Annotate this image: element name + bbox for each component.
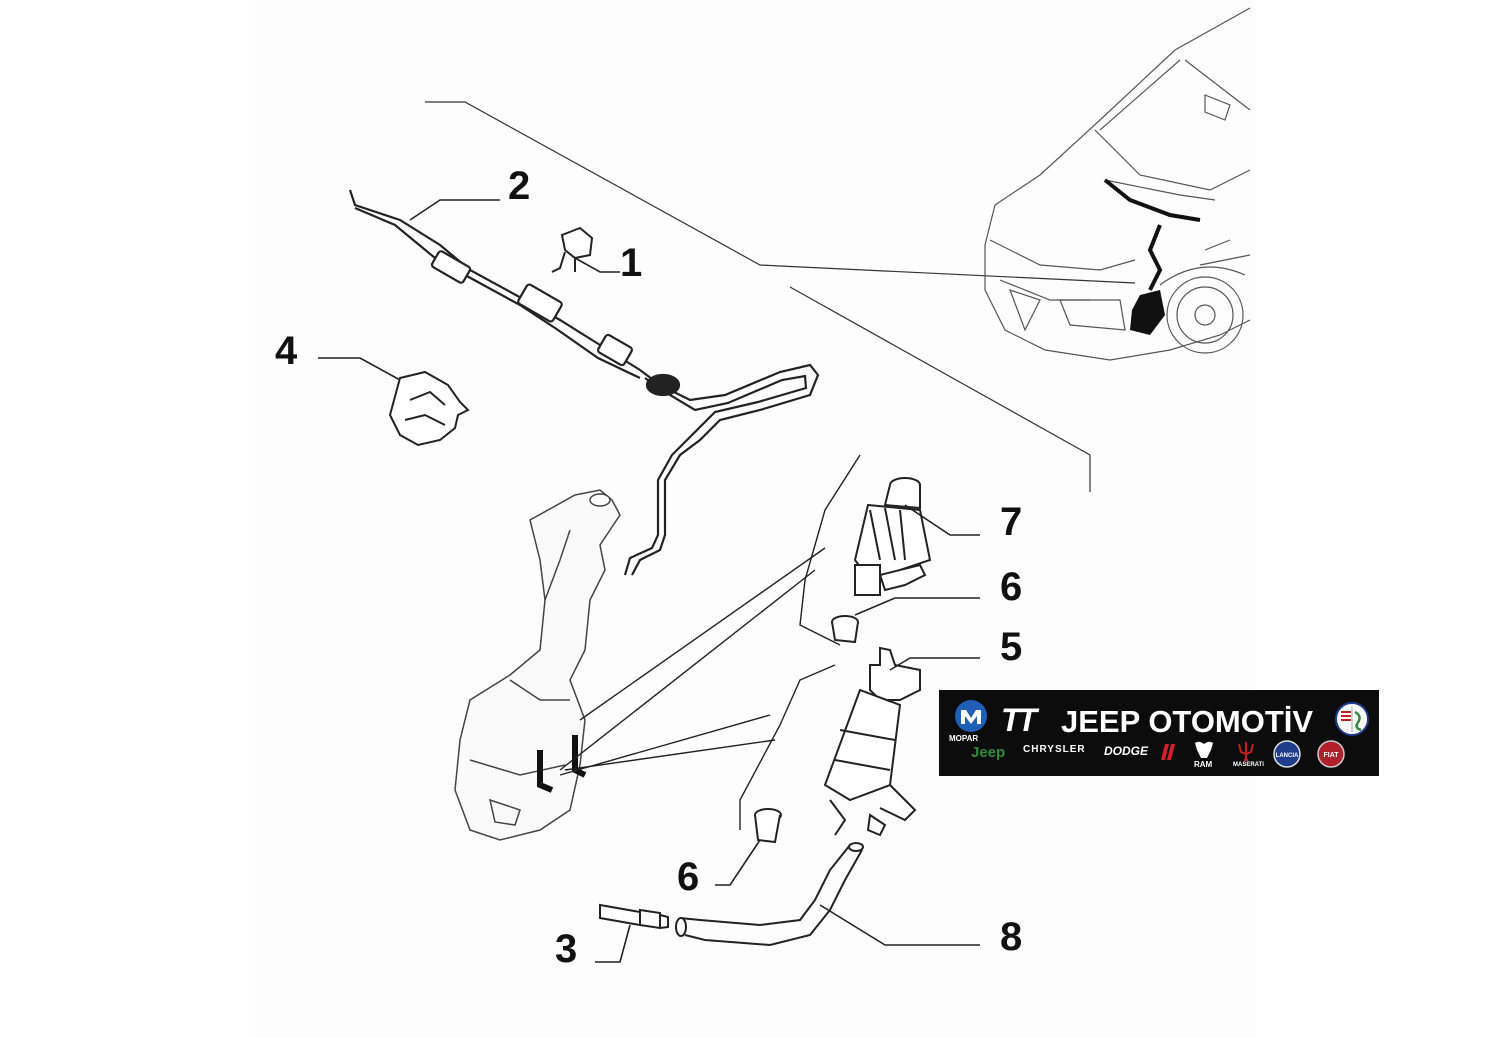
ram-brand: RAM [1194,760,1213,769]
guide-lines [425,101,1136,492]
callout-5: 5 [1000,625,1022,669]
nozzle-part-1 [551,226,594,273]
jeep-brand: Jeep [971,744,1006,761]
mopar-logo-icon [955,700,987,732]
grommet-part-6-lower [754,808,782,844]
callout-4: 4 [275,329,298,373]
chrysler-brand: CHRYSLER [1023,744,1086,755]
fiat-logo-icon: FIAT [1317,740,1345,768]
pump-part-7 [853,477,932,596]
lancia-logo-icon: LANCIA [1273,740,1301,768]
car-illustration [984,7,1251,361]
car-washer-pump-highlight [1130,290,1165,335]
grommet-part-6-upper [831,615,859,644]
ram-head-icon [1195,741,1213,758]
company-name: JEEP OTOMOTİV [1061,704,1314,739]
connector-part-3 [599,903,669,930]
car-washer-highlight [1103,178,1201,291]
hose-assembly-part-2 [348,189,820,576]
callout-2: 2 [508,164,530,208]
hose-part-8 [675,842,864,947]
diagram-background [255,0,1255,1038]
callout-6-upper: 6 [1000,565,1022,609]
dodge-brand: DODGE [1104,744,1149,758]
dealer-banner: MOPAR TT JEEP OTOMOTİV Jeep CHRYSLER DOD… [939,690,1379,776]
dodge-stripes-icon [1161,744,1175,760]
banner-brand-row: MOPAR TT JEEP OTOMOTİV [939,698,1379,743]
maserati-brand: MASERATI [1233,762,1264,768]
reservoir-leader-lines [559,454,861,830]
tt-logo: TT [1001,702,1037,738]
washer-reservoir [454,489,621,841]
callout-8: 8 [1000,915,1022,959]
callout-7: 7 [1000,500,1022,544]
maserati-trident-icon [1238,742,1254,761]
lancia-brand: LANCIA [1276,753,1299,759]
callout-leader-lines [318,199,980,963]
clip-part-4 [388,370,470,447]
callout-6-lower: 6 [677,855,699,899]
banner-brand-strip: Jeep CHRYSLER DODGE RAM MASERATI LANCIA … [939,738,1379,772]
fiat-brand: FIAT [1323,752,1339,759]
mopar-label: MOPAR [949,734,979,743]
pump-part-5 [823,646,921,837]
alfa-romeo-logo-icon [1335,702,1369,736]
callout-1: 1 [620,241,642,285]
callout-3: 3 [555,927,577,971]
